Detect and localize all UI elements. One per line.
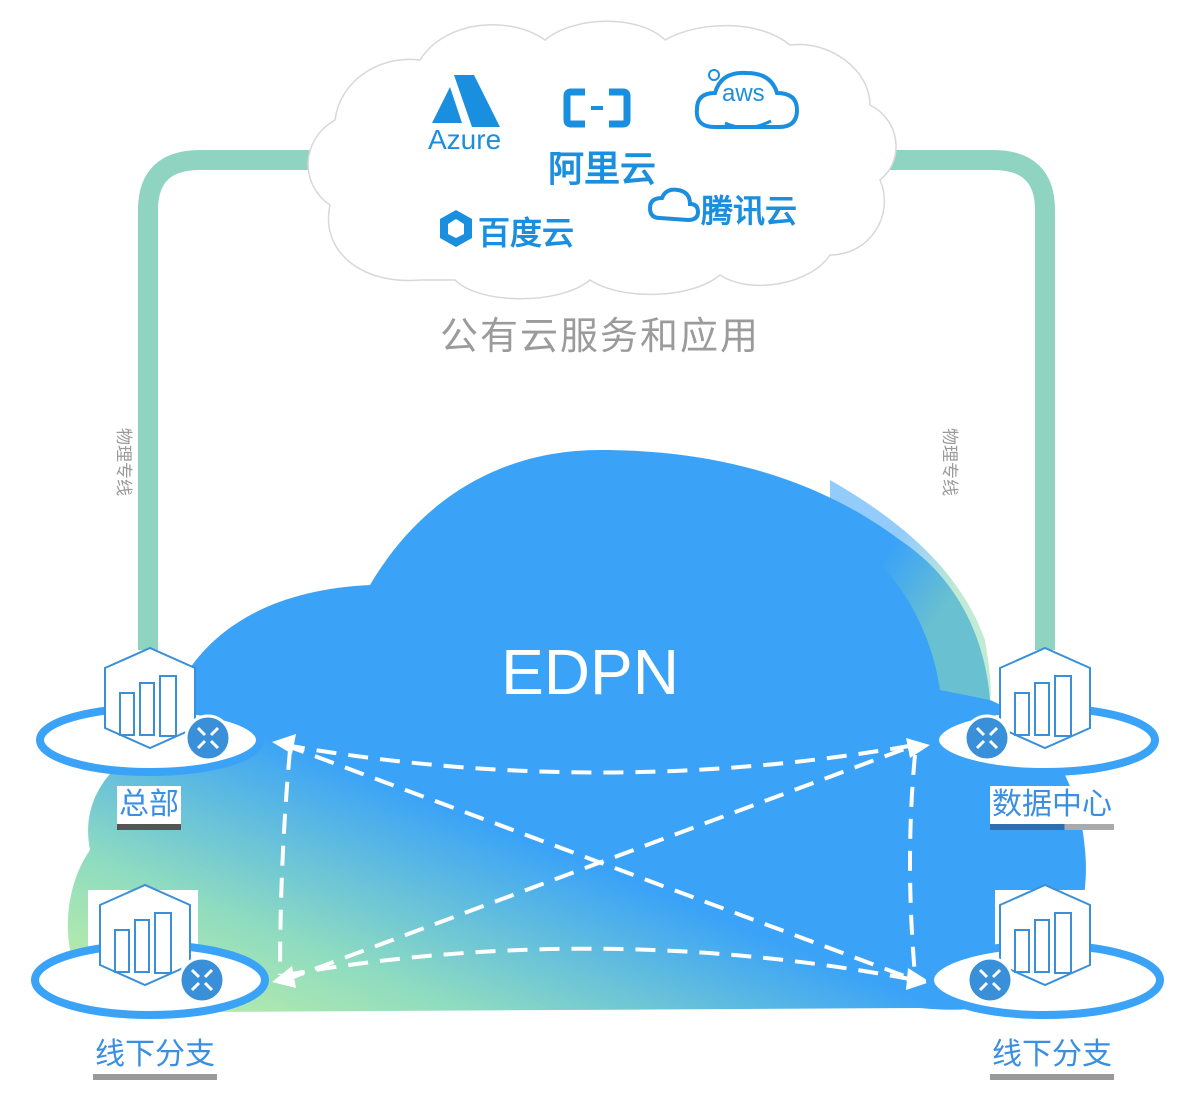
- baidu-label: 百度云: [478, 215, 575, 251]
- aliyun-label: 阿里云: [548, 148, 657, 189]
- router-icon: [963, 714, 1011, 762]
- node-datacenter-label: 数据中心: [990, 786, 1114, 830]
- aliyun-icon: [563, 88, 631, 128]
- aws-label: aws: [722, 80, 765, 107]
- azure-label: Azure: [428, 124, 502, 155]
- dashed-connections: [278, 743, 917, 982]
- baidu-cloud-icon: [440, 210, 472, 247]
- node-branch-left-label: 线下分支: [93, 1036, 217, 1080]
- public-cloud-caption: 公有云服务和应用: [439, 314, 760, 358]
- connection-branch-left-datacenter: [284, 743, 916, 982]
- link-label-right: 物理专线: [939, 378, 1022, 496]
- aws-icon: [694, 69, 800, 129]
- node-datacenter-label-text: 数据中心: [992, 787, 1112, 822]
- connection-hq-branch-left: [278, 749, 292, 976]
- azure-icon: [432, 75, 500, 127]
- building-icon: [999, 646, 1091, 750]
- building-icon: [99, 883, 191, 987]
- node-branch-right-label: 线下分支: [990, 1036, 1114, 1080]
- tencent-cloud-icon: [647, 187, 701, 223]
- link-label-left: 物理专线: [113, 378, 196, 496]
- physical-line-right: [880, 150, 1055, 650]
- edpn-cloud: [67, 450, 1086, 1012]
- node-hq-label-text: 总部: [119, 787, 179, 822]
- building-icon: [104, 646, 196, 750]
- node-branch-left: [31, 883, 269, 1019]
- link-label-right-text: 物理专线: [939, 428, 959, 496]
- arrowheads: [272, 734, 930, 990]
- node-hq-label: 总部: [117, 786, 181, 830]
- node-branch-right: [926, 883, 1164, 1019]
- node-hq: [36, 646, 264, 776]
- router-icon: [178, 956, 226, 1004]
- edpn-title: EDPN: [501, 636, 679, 708]
- router-icon: [184, 714, 232, 762]
- physical-line-left: [138, 150, 330, 650]
- link-label-left-text: 物理专线: [113, 428, 133, 496]
- node-branch-left-label-text: 线下分支: [95, 1037, 215, 1072]
- connection-datacenter-branch-right: [908, 754, 917, 976]
- building-icon: [999, 883, 1091, 987]
- node-datacenter: [931, 646, 1159, 776]
- router-icon: [966, 956, 1014, 1004]
- node-branch-right-label-text: 线下分支: [992, 1037, 1112, 1072]
- tencent-label: 腾讯云: [701, 193, 798, 229]
